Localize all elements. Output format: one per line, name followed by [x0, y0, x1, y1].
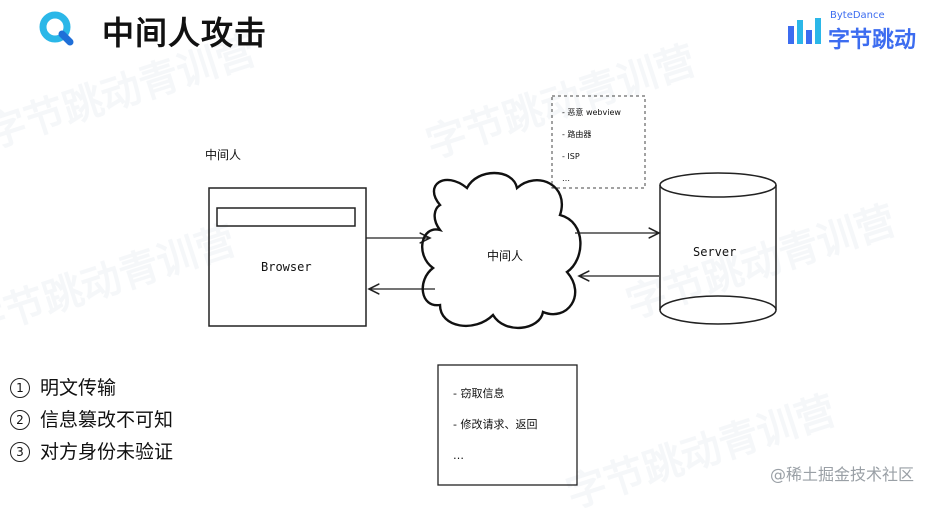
risk-text: 明文传输: [40, 377, 117, 399]
number-badge: 1: [10, 378, 30, 398]
server-label: Server: [693, 245, 737, 259]
browser-label: Browser: [261, 260, 312, 274]
mitm-caption: 中间人: [205, 148, 242, 162]
mitm-actions-box: [437, 364, 578, 486]
note-item: …: [453, 449, 464, 462]
mitm-sources-list: - 恶意 webview - 路由器 - ISP …: [562, 102, 621, 190]
note-item: …: [562, 174, 570, 183]
brand-cn: 字节跳动: [828, 28, 917, 53]
footer-credit: @稀土掘金技术社区: [769, 465, 914, 484]
bytedance-logo: ByteDance 字节跳动: [786, 10, 916, 53]
note-item: - 路由器: [562, 130, 592, 139]
cloud-label: 中间人: [487, 249, 524, 263]
brand-en: ByteDance: [830, 10, 885, 21]
number-badge: 3: [10, 442, 30, 462]
mitm-actions-list: - 窃取信息 - 修改请求、返回 …: [453, 378, 537, 471]
bytedance-bars-icon: [788, 18, 821, 44]
browser-window: [208, 187, 367, 327]
note-item: - 窃取信息: [453, 387, 505, 400]
diagram-canvas: [208, 95, 777, 486]
risk-text: 信息篡改不可知: [40, 409, 174, 431]
risk-item: 2 信息篡改不可知: [10, 404, 173, 436]
note-item: - ISP: [562, 152, 580, 161]
note-item: - 恶意 webview: [562, 108, 621, 117]
note-item: - 修改请求、返回: [453, 418, 538, 431]
mitm-cloud: [421, 171, 582, 330]
q-logo-icon: [39, 11, 74, 46]
risk-list: 1 明文传输 2 信息篡改不可知 3 对方身份未验证: [10, 372, 173, 468]
risk-item: 1 明文传输: [10, 372, 173, 404]
risk-text: 对方身份未验证: [40, 441, 174, 463]
server-cylinder: [659, 172, 777, 325]
number-badge: 2: [10, 410, 30, 430]
mitm-sources-box: [551, 95, 646, 189]
page-title: 中间人攻击: [102, 14, 268, 52]
browser-address-bar: [216, 207, 356, 227]
risk-item: 3 对方身份未验证: [10, 436, 173, 468]
mitm-diagram: 中间人 Browser 中间人 Server - 恶意 webview - 路由…: [195, 90, 785, 495]
